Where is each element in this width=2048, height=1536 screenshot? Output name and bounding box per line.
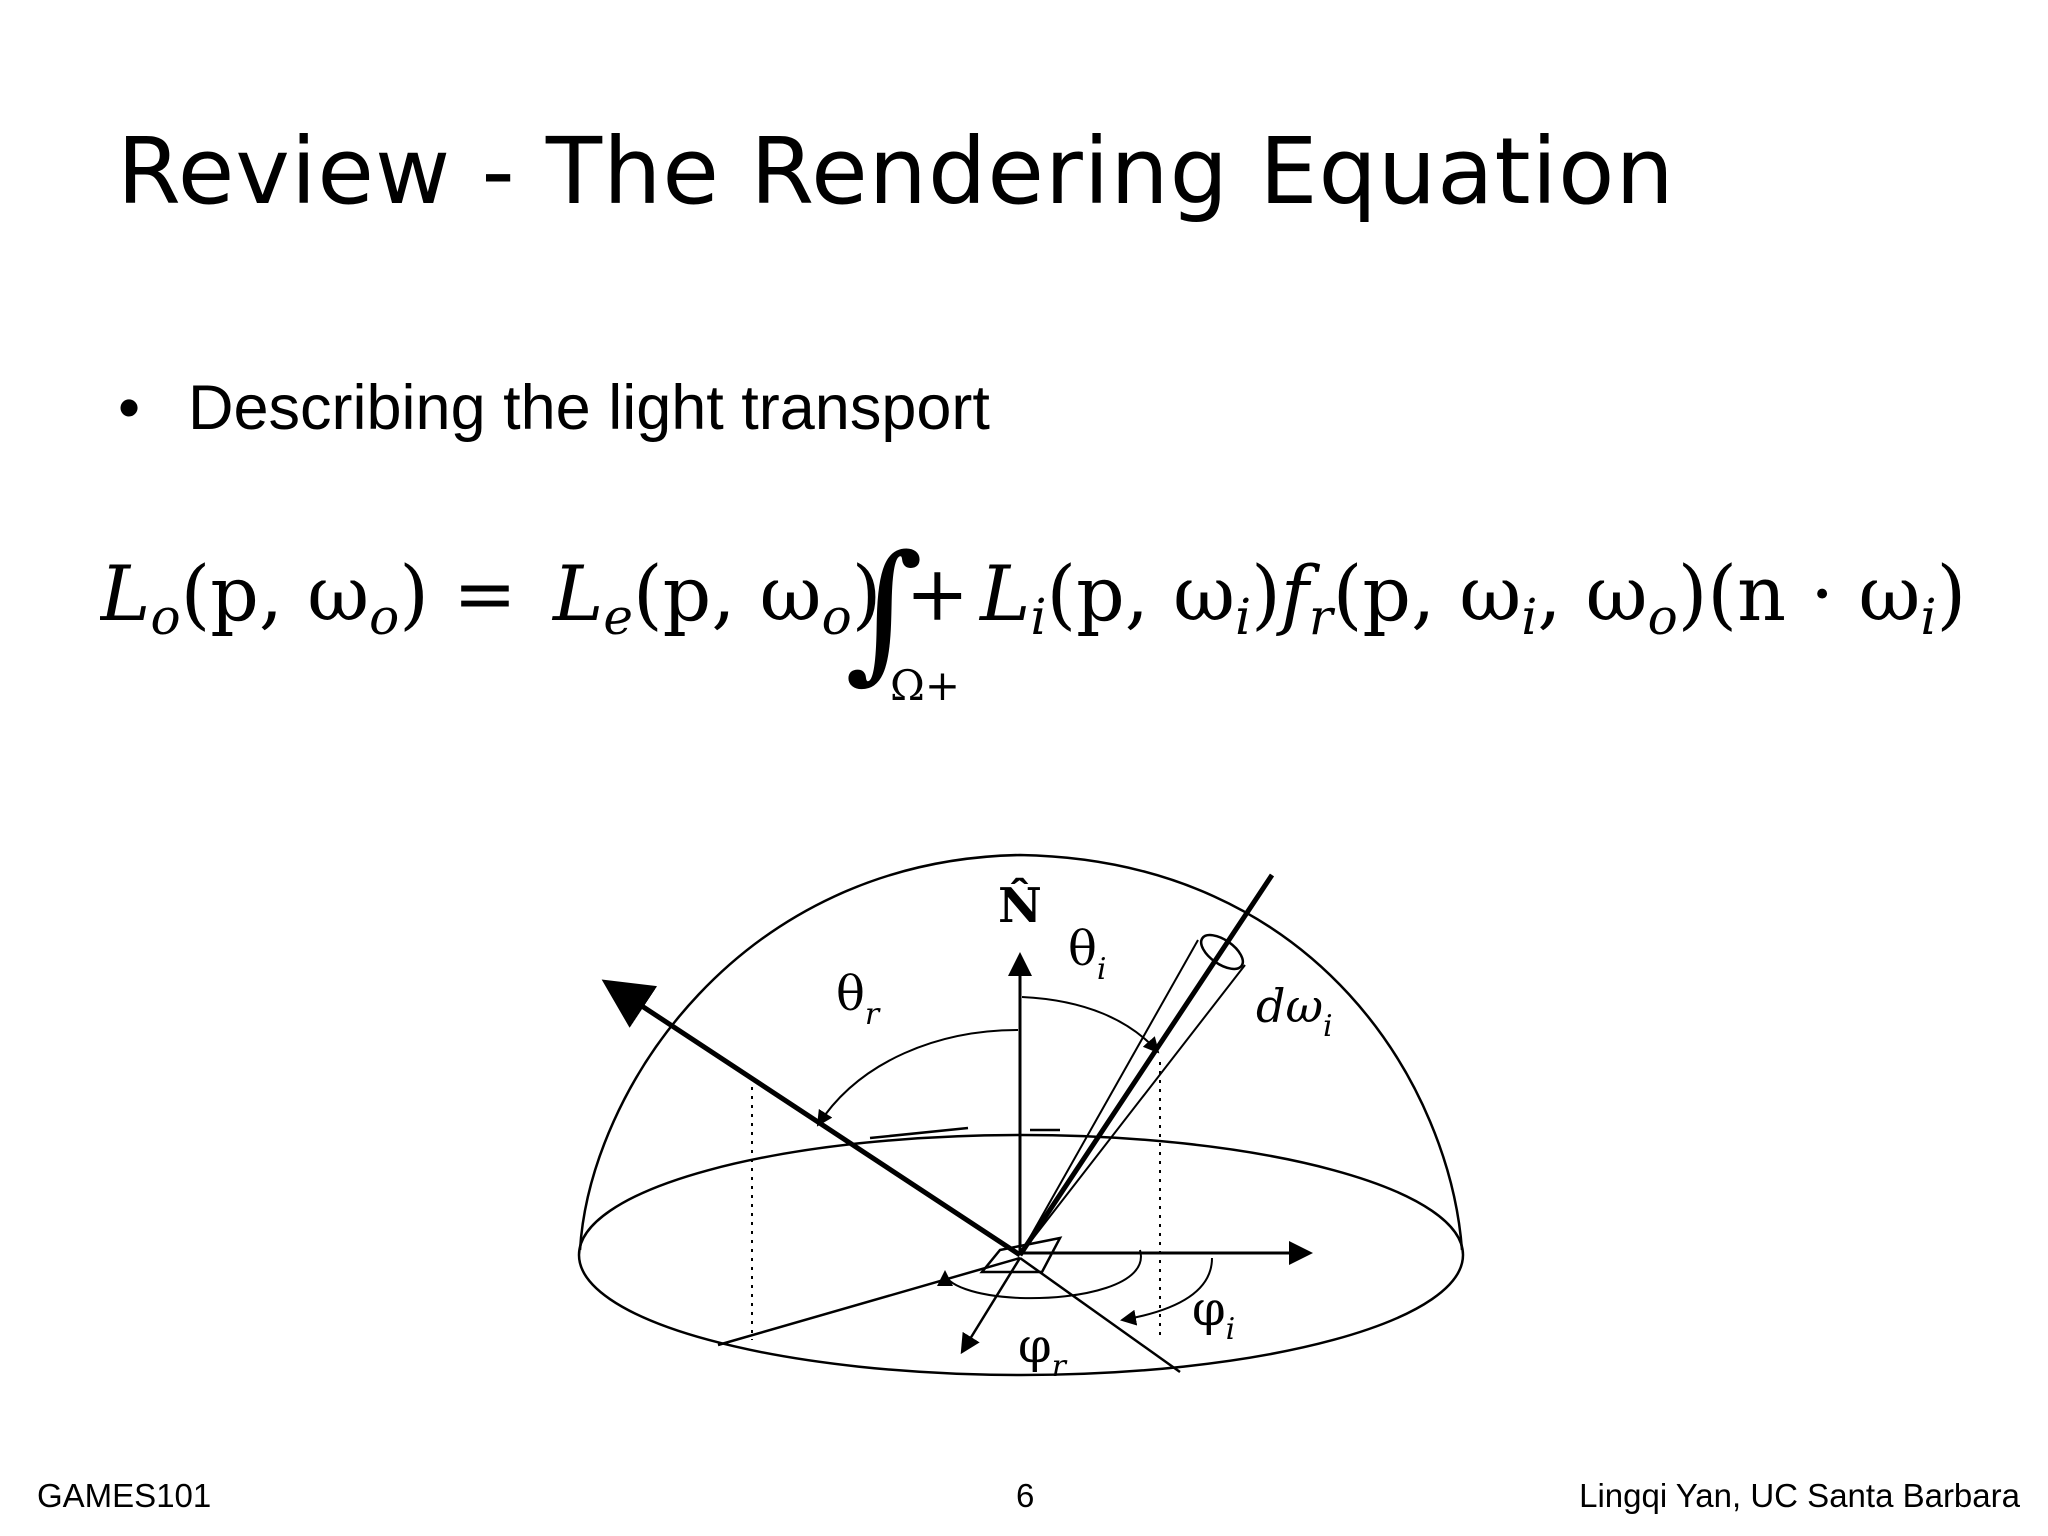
theta-r-label: θ — [836, 966, 865, 1022]
svg-text:Li(p, ωi)fr(p, ωi, ωo)(n · ωi): Li(p, ωi)fr(p, ωi, ωo)(n · ωi) dωi — [978, 549, 1980, 646]
footer-page-number: 6 — [1016, 1477, 1035, 1514]
hemisphere-diagram: N̂ θi θr dωi φi φr — [577, 853, 1465, 1384]
normal-label: N̂ — [998, 876, 1042, 934]
surface-patch — [979, 1236, 1063, 1274]
svg-text:Lo(p, ωo) = Le(p, ωo) +: Lo(p, ωo) = Le(p, ωo) + — [100, 549, 969, 646]
projected-reflected — [717, 1256, 1021, 1347]
svg-text:θi: θi — [1068, 921, 1107, 987]
theta-i-label: θ — [1068, 921, 1097, 977]
phi-r-label: φ — [1018, 1318, 1052, 1374]
footer-author: Lingqi Yan, UC Santa Barbara — [1579, 1477, 2020, 1514]
eq-li: L — [978, 549, 1030, 638]
svg-text:φi: φi — [1192, 1281, 1235, 1347]
eq-cosine: (n · ω — [1707, 549, 1920, 638]
solid-angle-cone — [1199, 933, 1245, 971]
phi-r-arc — [937, 1249, 1142, 1300]
eq-integral-domain: Ω+ — [890, 661, 960, 710]
theta-r-arc — [816, 1029, 1019, 1127]
slide-title: Review - The Rendering Equation — [117, 118, 1675, 225]
footer-course: GAMES101 — [37, 1477, 212, 1514]
projected-incident — [1019, 1256, 1181, 1374]
eq-integral-sign: ∫ — [845, 524, 923, 698]
eq-lo: L — [100, 549, 150, 638]
svg-text:φr: φr — [1018, 1318, 1068, 1384]
svg-text:dωi: dωi — [1256, 979, 1333, 1044]
domega-label: dω — [1256, 979, 1323, 1033]
svg-text:θr: θr — [836, 966, 881, 1032]
bullet-text: Describing the light transport — [188, 373, 990, 443]
eq-le: L — [551, 549, 603, 638]
incident-ray — [1017, 873, 1275, 1257]
bullet-dot: • — [118, 373, 141, 443]
phi-i-arc — [1120, 1257, 1213, 1326]
phi-i-label: φ — [1192, 1281, 1226, 1337]
theta-i-arc — [1021, 996, 1160, 1054]
hemisphere-dome — [578, 853, 1464, 1251]
rendering-equation: Lo(p, ωo) = Le(p, ωo) + ∫ Ω+ Li(p, ωi)fr… — [100, 524, 1980, 710]
reflected-ray — [601, 979, 1022, 1258]
bullet-item: • Describing the light transport — [118, 372, 990, 444]
